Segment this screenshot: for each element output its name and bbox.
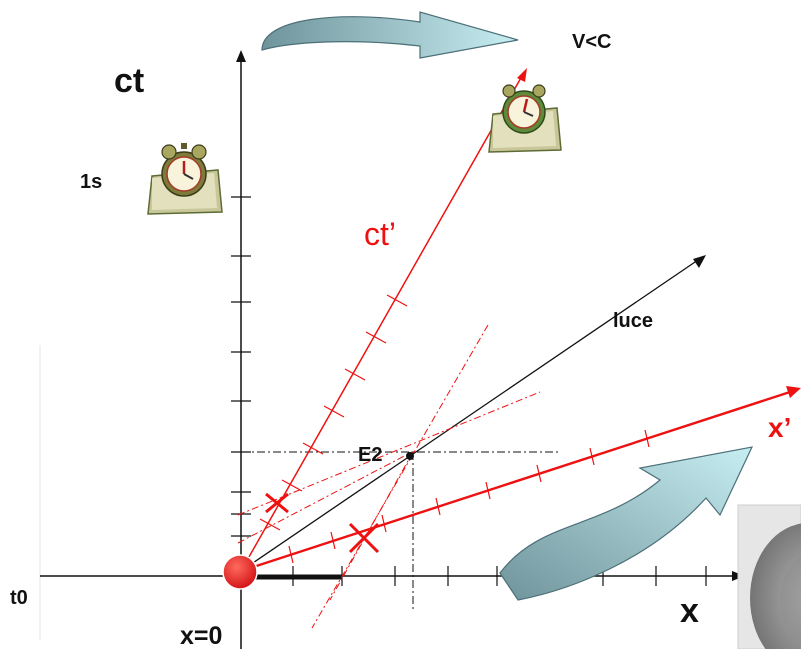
ct-prime-arrowhead: [517, 68, 527, 82]
t0-label: t0: [10, 587, 28, 609]
origin-event: [222, 554, 258, 590]
ct-prime-cross-mark: [265, 492, 289, 514]
alarm-clock-icon: [147, 143, 223, 215]
curved-arrow-top: [261, 11, 519, 59]
ct-prime-axis: [240, 75, 523, 572]
x-prime-arrowhead: [786, 386, 801, 398]
light-line: [240, 259, 699, 572]
x-prime-axis-label: x’: [768, 412, 792, 443]
velocity-condition-label: V<C: [572, 31, 612, 53]
x-prime-axis: [240, 390, 791, 573]
simultaneity-guides: [237, 324, 541, 629]
light-line-arrowhead: [693, 255, 706, 268]
event-e2-label: E2: [358, 444, 383, 466]
alarm-clock-icon: [488, 84, 562, 153]
curved-arrow-bottom: [499, 446, 754, 601]
x-zero-label: x=0: [180, 622, 223, 650]
ct-axis-arrowhead: [236, 50, 246, 62]
x-axis-label: x: [680, 592, 699, 630]
one-second-label: 1s: [80, 171, 103, 193]
x-prime-ticks: [288, 429, 650, 564]
light-line-label: luce: [613, 310, 654, 332]
portrait-photo-fragment: [737, 504, 801, 654]
ct-axis-label: ct: [114, 62, 145, 100]
ct-prime-axis-label: ct’: [364, 216, 396, 252]
ct-prime-ticks: [259, 294, 408, 531]
event-e2-point: [406, 452, 414, 460]
x-prime-cross-mark: [348, 522, 380, 554]
